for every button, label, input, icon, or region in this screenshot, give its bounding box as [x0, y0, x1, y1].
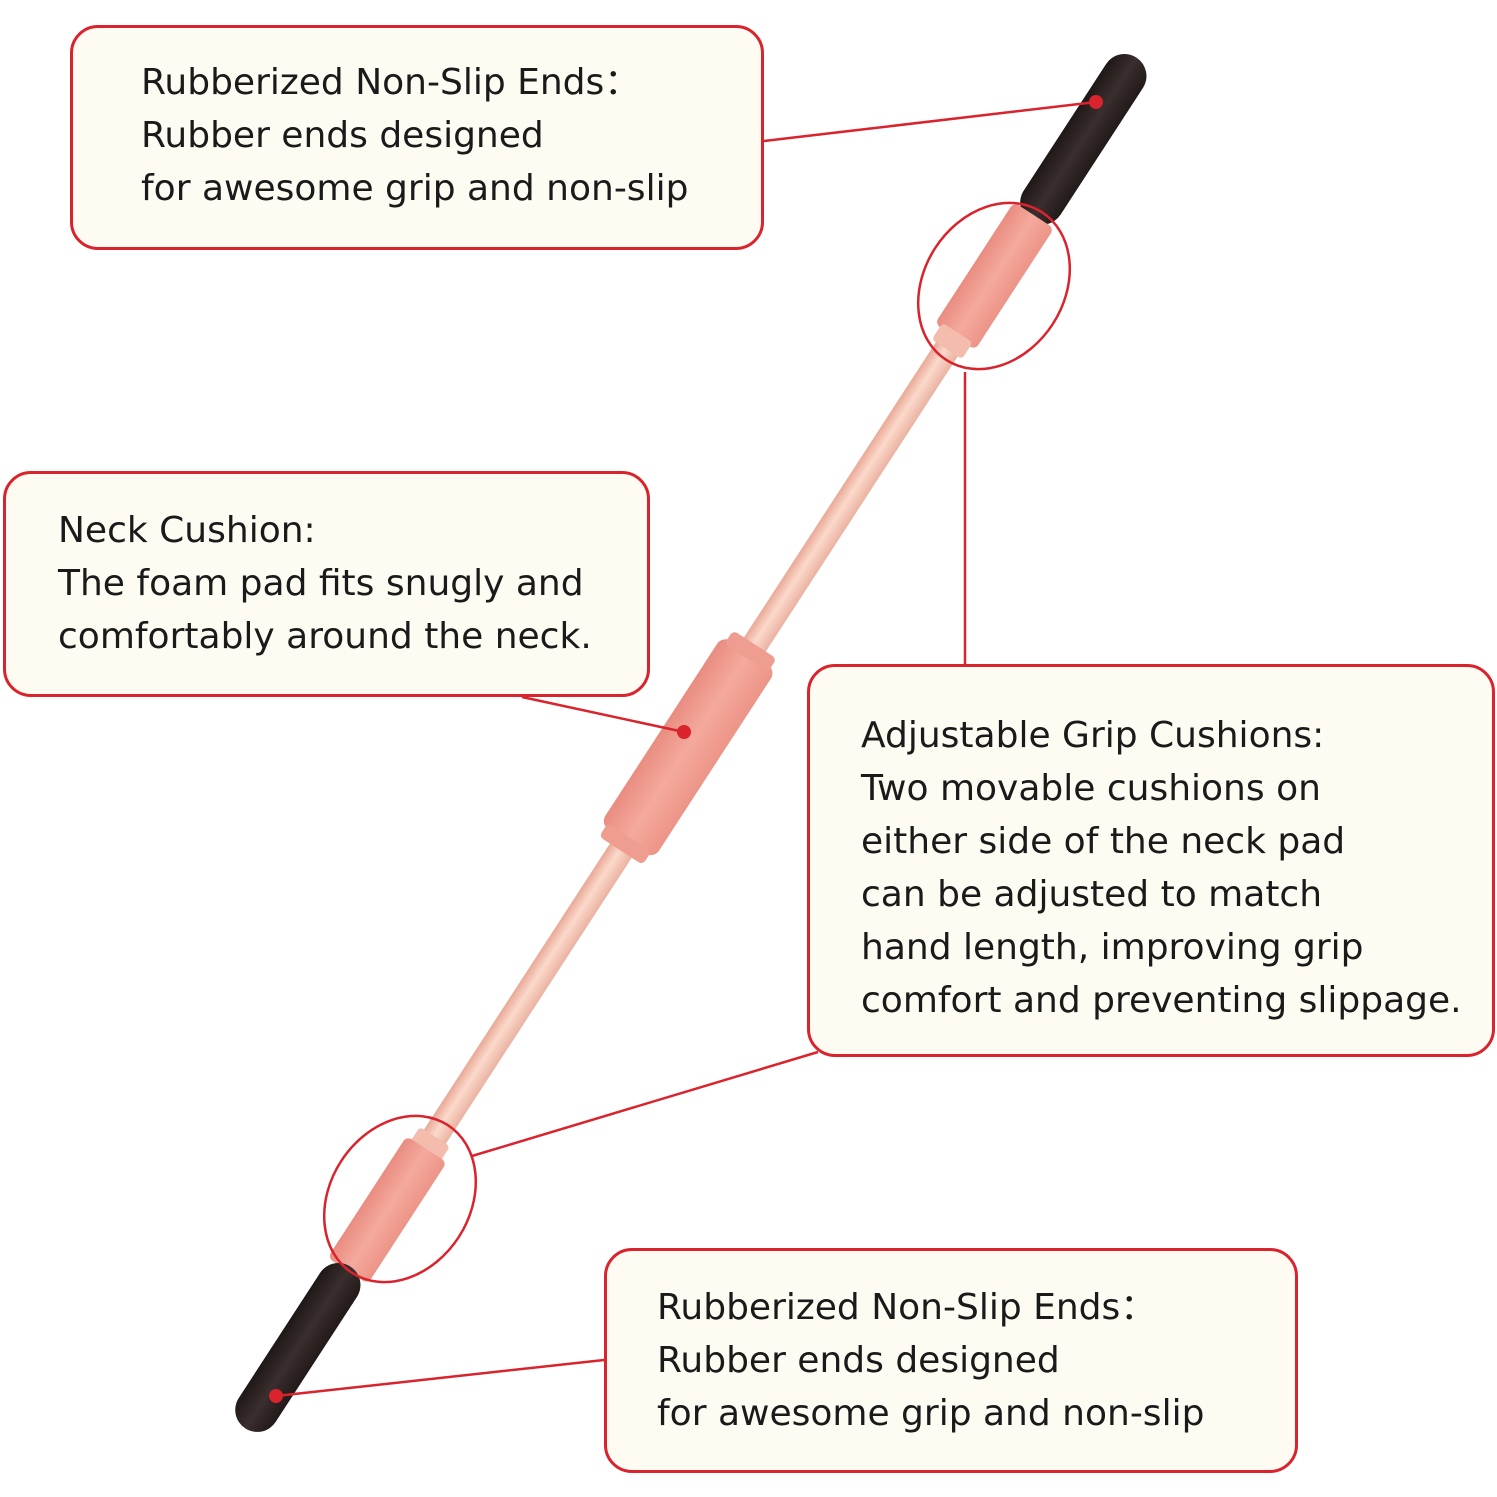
- callout-text: for awesome grip and non-slip: [141, 168, 689, 209]
- callout-adjustable-grip-cushions: Adjustable Grip Cushions: Two movable cu…: [807, 664, 1495, 1057]
- exercise-bar: [235, 54, 1147, 1432]
- callout-title: Neck Cushion:: [58, 510, 316, 551]
- callout-text: Two movable cushions on: [861, 768, 1321, 809]
- callout-text: comfort and preventing slippage.: [861, 980, 1462, 1021]
- bottom-grip-cushion: [329, 1138, 445, 1282]
- callout-title: Rubberized Non-Slip Ends：: [141, 62, 641, 103]
- callout-text: hand length, improving grip: [861, 927, 1364, 968]
- leader-line-bottom-end: [275, 1358, 605, 1398]
- callout-title: Adjustable Grip Cushions:: [861, 715, 1325, 756]
- callout-title: Rubberized Non-Slip Ends：: [657, 1287, 1157, 1328]
- callout-text: either side of the neck pad: [861, 821, 1346, 862]
- top-grip-cushion: [937, 204, 1052, 348]
- callout-rubberized-ends-bottom: Rubberized Non-Slip Ends： Rubber ends de…: [604, 1248, 1298, 1473]
- marker-dot-bottom-end: [269, 1389, 283, 1403]
- callout-text: comfortably around the neck.: [58, 616, 592, 657]
- callout-text: can be adjusted to match: [861, 874, 1323, 915]
- callout-text: for awesome grip and non-slip: [657, 1393, 1205, 1434]
- bottom-rubber-end: [235, 1263, 361, 1432]
- marker-dot-top-end: [1089, 95, 1103, 109]
- callout-text: Rubber ends designed: [141, 115, 544, 156]
- leader-line-grip-bottom: [471, 1050, 819, 1158]
- neck-cushion: [603, 639, 773, 856]
- grip-highlight-ellipse-top: [916, 201, 1072, 371]
- callout-neck-cushion: Neck Cushion: The foam pad fits snugly a…: [3, 471, 650, 697]
- grip-highlight-ellipse-bottom: [322, 1114, 478, 1284]
- top-rubber-end: [1020, 54, 1147, 225]
- marker-dot-neck: [677, 725, 691, 739]
- leader-line-top-end: [763, 100, 1097, 143]
- callout-text: Rubber ends designed: [657, 1340, 1060, 1381]
- callout-rubberized-ends-top: Rubberized Non-Slip Ends： Rubber ends de…: [70, 25, 764, 250]
- leader-line-neck: [521, 695, 685, 734]
- callout-text: The foam pad fits snugly and: [58, 563, 584, 604]
